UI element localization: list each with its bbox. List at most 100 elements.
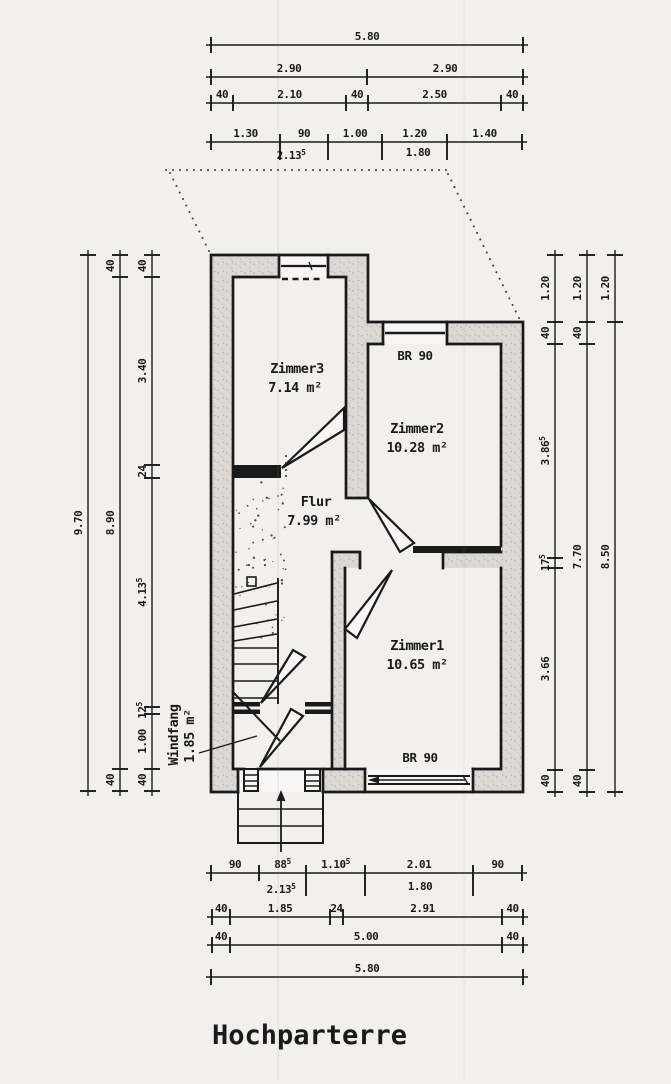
stipple-dot bbox=[284, 461, 288, 465]
stipple-dot bbox=[290, 168, 294, 172]
door-leaf-zimmer2 bbox=[368, 498, 416, 554]
stipple-dot bbox=[220, 168, 224, 172]
dim-label: 40 bbox=[216, 88, 228, 101]
drawing-title: Hochparterre bbox=[212, 1020, 407, 1051]
stipple-dot bbox=[265, 496, 268, 499]
paper-fold-lines bbox=[277, 0, 465, 1080]
stipple-dot bbox=[264, 584, 268, 588]
stipple-dot bbox=[283, 616, 285, 618]
stipple-dot bbox=[284, 454, 288, 458]
window-tick-zimmer1 bbox=[462, 775, 469, 785]
dim-label: 1.40 bbox=[472, 127, 497, 140]
wall-column-mid bbox=[346, 255, 368, 498]
inner-outline-zimmer1 bbox=[343, 566, 503, 771]
stipple-dot bbox=[260, 636, 263, 639]
stipple-dot bbox=[430, 168, 434, 172]
dim-label: 2.01 bbox=[407, 858, 432, 871]
window-tick-top-left bbox=[308, 261, 313, 271]
stipple-dot bbox=[263, 564, 267, 567]
stipple-dot bbox=[271, 626, 274, 629]
windfang-stub-right2 bbox=[305, 709, 332, 714]
stipple-dot bbox=[456, 192, 459, 195]
stipple-dot bbox=[360, 168, 364, 172]
stipple-dot bbox=[492, 264, 495, 267]
room-labels: Zimmer3 7.14 m² Zimmer2 10.28 m² Flur 7.… bbox=[166, 348, 448, 766]
room-area-zimmer2: 10.28 m² bbox=[386, 440, 447, 456]
dim-label: 40 bbox=[539, 327, 552, 339]
windows bbox=[281, 261, 470, 785]
dim-label: 40 bbox=[506, 930, 518, 943]
dim-label: 40 bbox=[215, 930, 227, 943]
dim-label: 4.135 bbox=[135, 577, 149, 607]
stipple-dot bbox=[204, 243, 207, 246]
stipple-dot bbox=[466, 212, 469, 215]
stipple-dot bbox=[264, 558, 267, 561]
dim-label: 40 bbox=[215, 902, 227, 915]
door-leaf-zimmer1 bbox=[343, 569, 393, 640]
dim-label: 5.80 bbox=[355, 30, 380, 43]
pier-right bbox=[304, 768, 321, 792]
stipple-dot bbox=[185, 168, 189, 172]
stipple-dot bbox=[283, 559, 285, 562]
fold-line-1 bbox=[277, 0, 279, 1080]
door-leaf-windfang bbox=[260, 648, 307, 704]
room-name-zimmer2: Zimmer2 bbox=[390, 421, 443, 437]
stipple-dot bbox=[164, 168, 168, 172]
stipple-dot bbox=[248, 548, 250, 550]
stipple-dot bbox=[239, 594, 241, 597]
stipple-dot bbox=[479, 238, 482, 241]
stipple-dot bbox=[254, 583, 257, 585]
stipple-dot bbox=[501, 284, 504, 287]
dim-label: 5.80 bbox=[355, 962, 380, 975]
dim-label: 2.10 bbox=[277, 88, 302, 101]
stipple-dot bbox=[482, 244, 485, 248]
stipple-dot bbox=[172, 178, 175, 181]
stipple-dot bbox=[297, 168, 301, 172]
dim-label: 2.91 bbox=[410, 902, 435, 915]
stipple-dot bbox=[235, 586, 237, 588]
stipple-dot bbox=[268, 497, 270, 500]
dim-label: 1.105 bbox=[321, 857, 351, 871]
wall-right bbox=[501, 322, 523, 792]
dim-label: 1.20 bbox=[599, 276, 612, 301]
stipple-dot bbox=[469, 218, 472, 221]
window-arrow-head bbox=[368, 776, 379, 784]
dim-label: 40 bbox=[136, 260, 149, 272]
stipple-dot bbox=[416, 168, 420, 172]
room-area-zimmer3: 7.14 m² bbox=[268, 380, 321, 396]
inner-outline-column bbox=[326, 275, 370, 500]
stipple-dot bbox=[235, 551, 237, 553]
stipple-dot bbox=[265, 603, 267, 606]
stipple-dot bbox=[284, 468, 288, 472]
dim-label: 40 bbox=[136, 774, 149, 786]
stair-winders bbox=[233, 582, 278, 642]
dim-label: 5.00 bbox=[354, 930, 379, 943]
wall-divider-right bbox=[443, 552, 501, 568]
stipple-dot bbox=[192, 168, 196, 172]
stair-newel bbox=[246, 576, 257, 587]
stipple-dot bbox=[279, 553, 282, 556]
dim-label: 24 bbox=[136, 465, 149, 478]
wall-thin-divider bbox=[413, 546, 501, 553]
stipple-dot bbox=[423, 168, 427, 172]
stipple-dot bbox=[206, 168, 210, 172]
stipple-dot bbox=[388, 168, 392, 172]
door-leaf-entrance bbox=[259, 707, 305, 768]
stipple-dot bbox=[332, 168, 336, 172]
dim-label: 9.70 bbox=[72, 511, 85, 536]
stipple-dot bbox=[237, 568, 240, 571]
stipple-dot bbox=[234, 168, 238, 172]
stipple-dot bbox=[255, 168, 259, 172]
stipple-dot bbox=[353, 168, 357, 172]
stipple-dot bbox=[247, 584, 249, 587]
room-area-flur: 7.99 m² bbox=[287, 513, 340, 529]
entrance-piers bbox=[243, 768, 321, 792]
stipple-dot bbox=[252, 525, 255, 528]
stipple-dot bbox=[241, 586, 243, 588]
window-label-zimmer1: BR 90 bbox=[402, 750, 437, 765]
inner-outline-left bbox=[231, 275, 281, 771]
stipple-dot bbox=[488, 258, 492, 261]
stipple-dot bbox=[339, 168, 343, 172]
dim-label: 2.135 bbox=[277, 148, 307, 162]
stipple-dot bbox=[304, 168, 308, 172]
